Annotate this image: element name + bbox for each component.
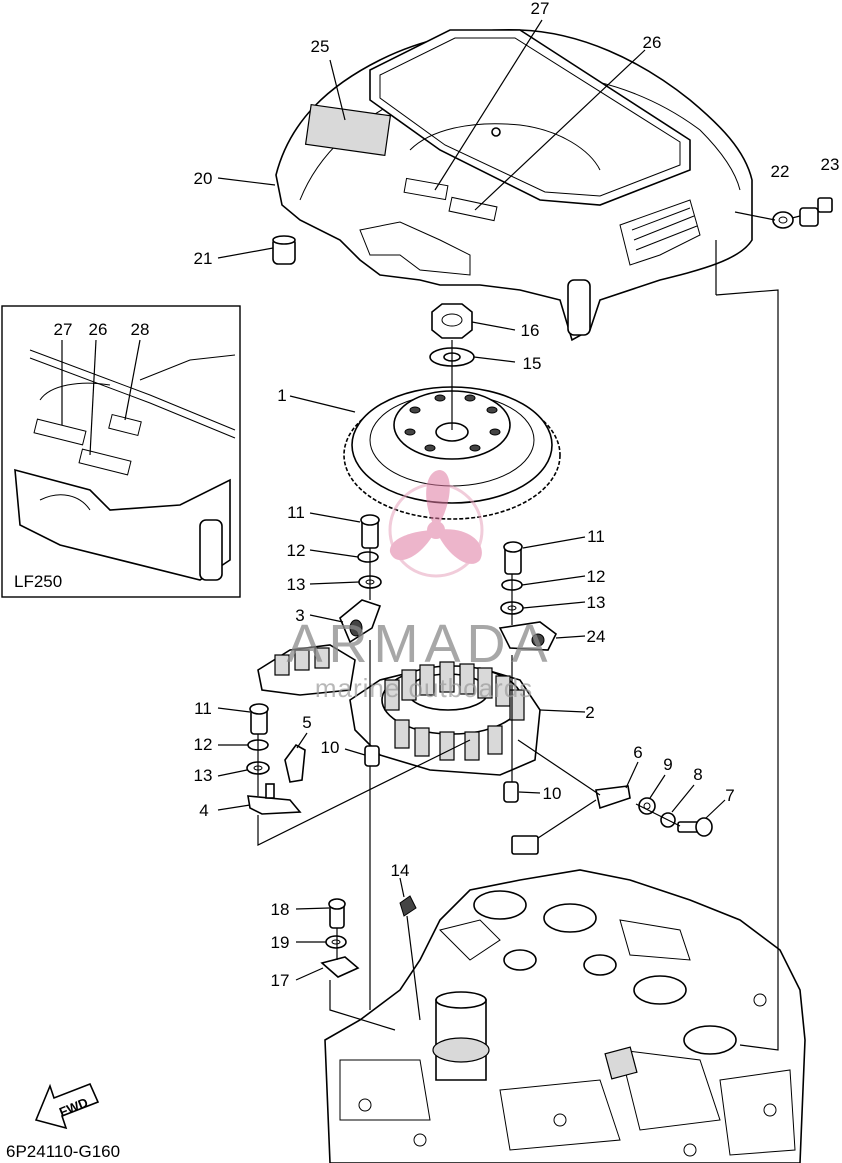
- bolt-11b: [503, 541, 523, 575]
- collar-22: [772, 211, 794, 229]
- diagram-code: 6P24110-G160: [6, 1142, 120, 1161]
- callout-4: 4: [199, 801, 208, 820]
- callout-11: 11: [587, 527, 605, 546]
- armada-watermark: [388, 470, 484, 578]
- screw-7: [677, 817, 713, 837]
- stator-2: [257, 644, 541, 776]
- fwd-arrow-icon: [34, 1082, 100, 1130]
- pulser-coil-6: [511, 785, 631, 855]
- callout-12: 12: [587, 567, 606, 586]
- bolt-11a: [360, 514, 380, 549]
- callout-3: 3: [295, 606, 304, 625]
- grommet-21: [272, 235, 296, 265]
- callout-11: 11: [287, 503, 305, 522]
- callout-17: 17: [271, 971, 290, 990]
- callout-15: 15: [523, 354, 542, 373]
- callout-5: 5: [302, 713, 311, 732]
- callout-14: 14: [391, 861, 410, 880]
- callout-27: 27: [531, 0, 550, 18]
- washer-19: [325, 935, 347, 949]
- callout-24: 24: [587, 627, 606, 646]
- watermark-brand: ARMADA: [286, 614, 553, 674]
- callout-21: 21: [194, 249, 213, 268]
- callout-16: 16: [521, 321, 540, 340]
- flywheel-1: [343, 386, 561, 520]
- bolt-23: [799, 197, 833, 227]
- callout-18: 18: [271, 900, 290, 919]
- key-14: [399, 895, 417, 917]
- watermark-tagline: marine outboards: [315, 673, 533, 703]
- callout-6: 6: [633, 743, 642, 762]
- callout-13: 13: [587, 593, 606, 612]
- inset-label: LF250: [14, 572, 62, 591]
- callout-22: 22: [771, 162, 790, 181]
- callout-20: 20: [194, 169, 213, 188]
- pin-10a: [364, 745, 380, 767]
- assembly-lines: [257, 211, 801, 1051]
- callout-13: 13: [194, 766, 213, 785]
- callout-28: 28: [131, 320, 150, 339]
- bracket-24: [498, 621, 558, 651]
- flywheel-cover: [275, 28, 753, 342]
- callout-12: 12: [287, 541, 306, 560]
- callout-27: 27: [54, 320, 73, 339]
- callout-26: 26: [89, 320, 108, 339]
- callout-11: 11: [194, 699, 212, 718]
- callout-10: 10: [543, 784, 562, 803]
- washer-9: [638, 797, 656, 815]
- callout-8: 8: [693, 765, 702, 784]
- callout-13: 13: [287, 575, 306, 594]
- callout-9: 9: [663, 755, 672, 774]
- bracket-3: [339, 599, 382, 644]
- callout-1: 1: [277, 386, 286, 405]
- clamp-5: [284, 743, 306, 783]
- callout-26: 26: [643, 33, 662, 52]
- callout-2: 2: [585, 703, 594, 722]
- washer-12a: [357, 551, 379, 563]
- nut-16: [431, 303, 473, 339]
- leader-lines: [217, 19, 726, 981]
- callout-12: 12: [194, 735, 213, 754]
- engine-block: [324, 869, 806, 1163]
- callout-7: 7: [725, 786, 734, 805]
- callout-10: 10: [321, 738, 340, 757]
- callout-19: 19: [271, 933, 290, 952]
- bolt-11c: [249, 703, 269, 735]
- pin-10b: [503, 781, 519, 803]
- screw-18: [328, 898, 346, 929]
- clamp-17: [320, 956, 360, 978]
- callout-23: 23: [821, 155, 840, 174]
- bracket-4: [247, 783, 302, 815]
- inset-lf250: [1, 305, 241, 598]
- callout-25: 25: [311, 37, 330, 56]
